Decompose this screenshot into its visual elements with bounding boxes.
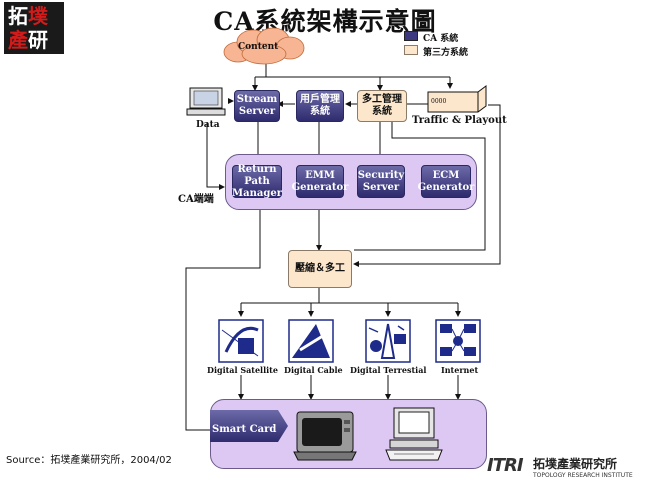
itri-brand: ITRI	[487, 455, 524, 476]
legend-ca-label: CA 系統	[423, 34, 459, 44]
terrestrial-icon	[365, 319, 411, 363]
smart-card-shape	[210, 410, 288, 442]
logo-char: 墣	[28, 4, 48, 28]
topology-logo: 拓墣 產研	[4, 2, 64, 54]
logo-char: 研	[28, 28, 48, 52]
itri-en-name: TOPOLOGY RESEARCH INSTITUTE	[533, 472, 633, 479]
digital-cable-label: Digital Cable	[284, 365, 343, 375]
legend-third-party-swatch	[404, 45, 418, 55]
security-server-box: Security Server	[357, 165, 405, 198]
ca-host-label: CA端端	[178, 194, 214, 205]
legend-ca-swatch	[404, 31, 418, 41]
digital-satellite-label: Digital Satellite	[207, 365, 278, 375]
data-computer-icon	[186, 87, 226, 116]
content-cloud	[223, 27, 305, 65]
compress-mux-box: 壓縮＆多工	[288, 250, 352, 288]
mux-to-compress	[354, 118, 486, 251]
digital-terrestrial-label: Digital Terrestial	[350, 365, 427, 375]
user-management-box: 用戶管理 系統	[296, 90, 344, 122]
stream-server-box: Stream Server	[234, 90, 280, 122]
logo-char: 拓	[8, 4, 28, 28]
content-label: Content	[238, 42, 279, 52]
emm-generator-box: EMM Generator	[292, 165, 348, 198]
legend-third-party-label: 第三方系統	[423, 48, 469, 58]
internet-label: Internet	[441, 365, 479, 375]
data-label: Data	[196, 120, 220, 130]
itri-cn-name: 拓墣產業研究所	[533, 457, 618, 471]
cable-icon	[288, 319, 334, 363]
return-path-loop	[185, 199, 263, 431]
source-note: Source：拓墣產業研究所，2004/02	[6, 455, 172, 466]
data-to-panel	[206, 122, 225, 190]
traffic-screen-text: 0000	[431, 98, 447, 105]
smart-card-label: Smart Card	[212, 424, 277, 435]
traffic-to-compress	[353, 104, 501, 267]
ecm-generator-box: ECM Generator	[418, 165, 474, 198]
satellite-icon	[218, 319, 264, 363]
logo-char: 產	[8, 28, 28, 52]
traffic-playout-label: Traffic & Playout	[412, 115, 507, 126]
internet-icon	[435, 319, 481, 363]
traffic-playout-icon	[427, 85, 487, 113]
return-path-manager-box: Return Path Manager	[232, 163, 282, 199]
mux-management-box: 多工管理 系統	[357, 90, 407, 122]
itri-logo: ITRI 拓墣產業研究所 TOPOLOGY RESEARCH INSTITUTE	[487, 455, 647, 483]
pc-computer-icon	[385, 407, 443, 461]
set-top-box-tv-icon	[293, 411, 357, 461]
